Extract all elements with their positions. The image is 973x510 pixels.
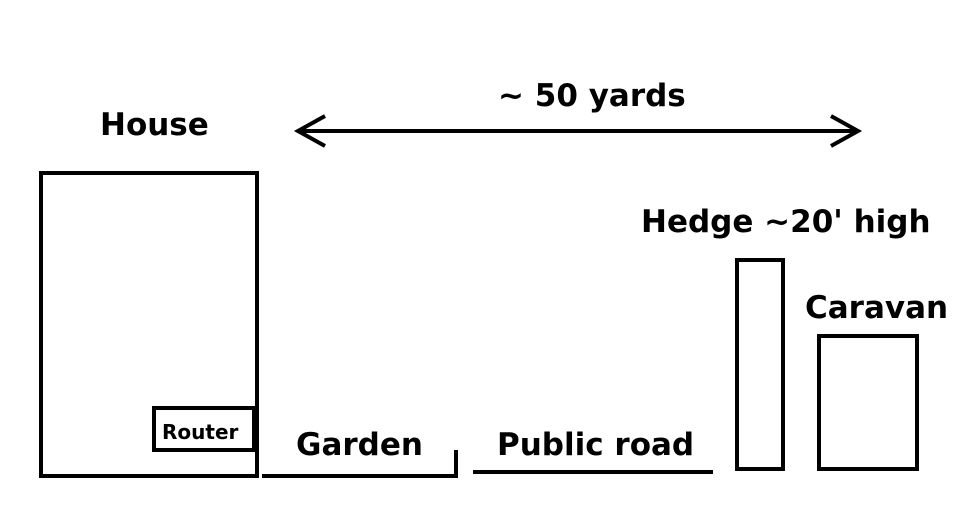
road-label: Public road — [497, 427, 694, 463]
distance-arrow-right-head — [830, 114, 863, 148]
house-box — [39, 171, 259, 478]
house-label: House — [100, 107, 209, 143]
distance-label: ~ 50 yards — [498, 78, 686, 114]
router-label: Router — [162, 420, 239, 444]
caravan-box — [817, 334, 919, 471]
hedge-box — [735, 258, 785, 471]
distance-arrow — [293, 114, 863, 148]
garden-ground-line — [262, 450, 458, 478]
router-box — [152, 406, 256, 452]
hedge-label: Hedge ~20' high — [641, 204, 931, 240]
distance-arrow-left-head — [293, 114, 326, 148]
garden-label: Garden — [296, 427, 423, 463]
caravan-label: Caravan — [805, 290, 948, 326]
